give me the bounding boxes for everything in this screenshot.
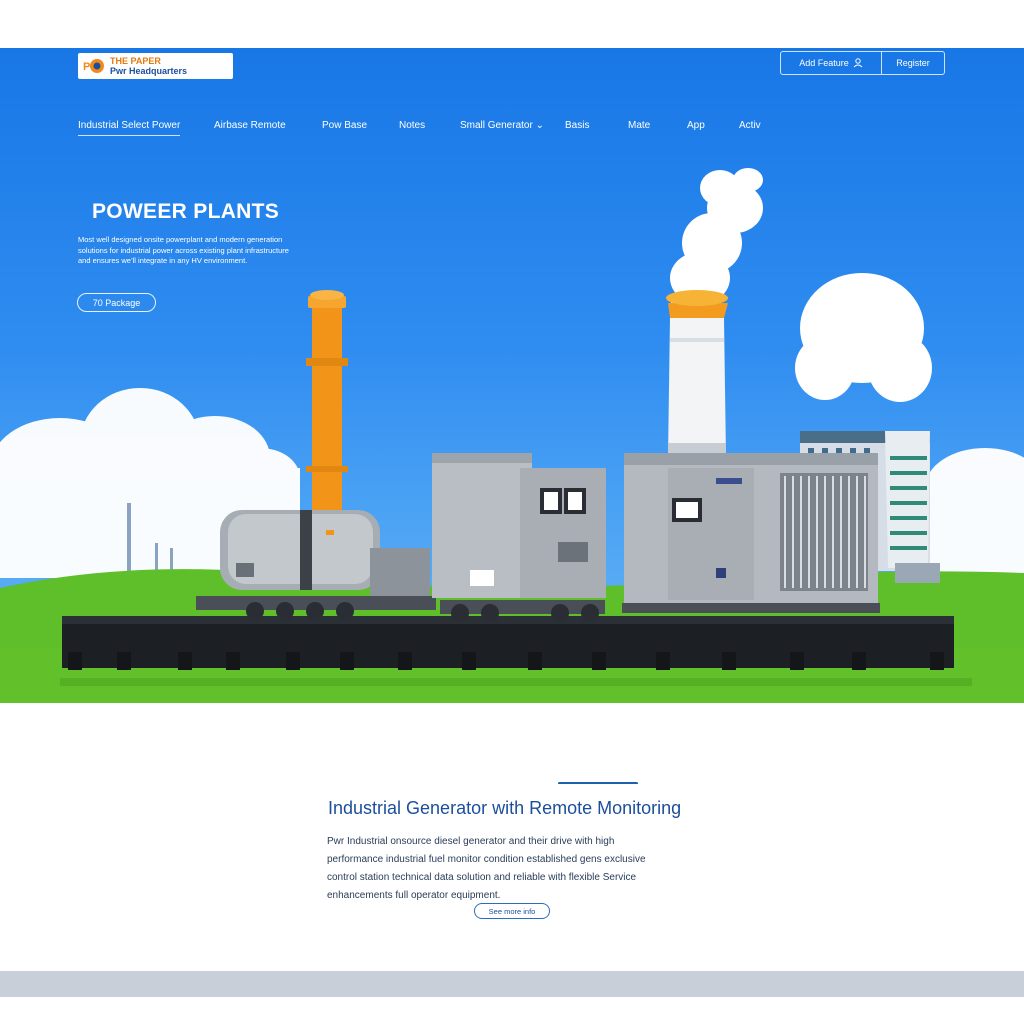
nav-item-notes[interactable]: Notes (399, 120, 426, 131)
nav-item-mate[interactable]: Mate (628, 120, 651, 131)
register-label: Register (896, 58, 930, 68)
brand-logo[interactable]: P THE PAPER Pwr Headquarters (78, 53, 233, 79)
nav-item-industrial-select-power[interactable]: Industrial Select Power (78, 120, 181, 136)
nav-item-pow-base[interactable]: Pow Base (322, 120, 368, 131)
logo-line-1: THE PAPER (110, 56, 161, 66)
logo-mark-icon: P (82, 56, 104, 76)
section-body: Pwr Industrial onsource diesel generator… (327, 836, 646, 901)
section-title: Industrial Generator with Remote Monitor… (328, 798, 682, 818)
nav-item-activ[interactable]: Activ (739, 120, 761, 131)
logo-letter: P (83, 61, 90, 73)
nav-item-basis[interactable]: Basis (565, 120, 590, 131)
hero-description: Most well designed onsite powerplant and… (78, 235, 289, 265)
register-button[interactable]: Register (882, 52, 944, 74)
hero-cta-button[interactable]: 70 Package (77, 293, 156, 312)
nav-item-small-generator-label: Small Generator (460, 120, 533, 131)
logo-line-2: Pwr Headquarters (110, 66, 188, 76)
hero-banner: P THE PAPER Pwr Headquarters Add Feature… (0, 48, 1024, 703)
logo-text: THE PAPER Pwr Headquarters (110, 56, 187, 76)
add-feature-button[interactable]: Add Feature (781, 52, 882, 74)
header-actions: Add Feature Register (780, 51, 945, 75)
add-feature-label: Add Feature (799, 58, 849, 68)
footer-band (0, 971, 1024, 997)
section-divider (558, 782, 638, 785)
nav-item-app[interactable]: App (687, 120, 705, 131)
see-more-button[interactable]: See more info (474, 903, 550, 919)
power-plant-illustration (0, 168, 1024, 703)
product-section: Industrial Generator with Remote Monitor… (0, 703, 1024, 971)
user-icon (853, 58, 863, 68)
chevron-down-icon: ⌄ (535, 120, 544, 131)
hero-title: POWEER PLANTS (92, 200, 280, 223)
nav-item-airbase-remote[interactable]: Airbase Remote (214, 120, 286, 131)
nav-item-small-generator[interactable]: Small Generator ⌄ (460, 120, 544, 131)
